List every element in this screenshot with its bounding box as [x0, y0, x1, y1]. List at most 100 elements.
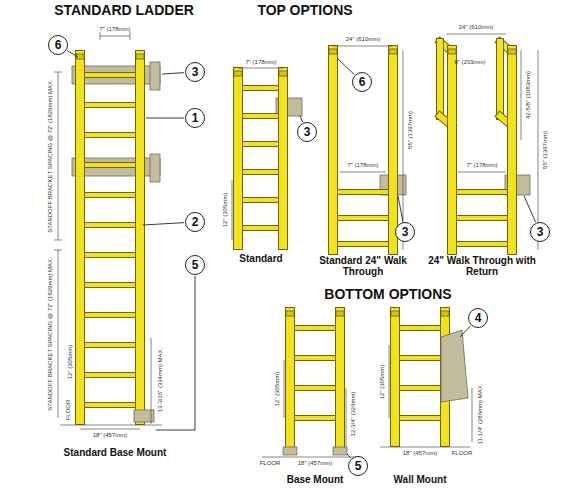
rung-outline: [80, 132, 140, 138]
rung-outline: [290, 325, 340, 331]
rung-outline: [395, 325, 445, 331]
rung: [290, 326, 340, 330]
leader-line: [67, 51, 78, 57]
rung: [80, 73, 140, 77]
rung: [290, 416, 340, 420]
rung-outline: [80, 72, 140, 78]
rung: [333, 242, 393, 246]
side-rail-outline: [135, 55, 145, 420]
return-rail: [437, 42, 443, 116]
side-rail: [448, 50, 456, 250]
dimension-line: [446, 34, 506, 35]
callout-number: 6: [359, 76, 366, 88]
dimension-line: [333, 46, 393, 47]
dimension-line: [80, 429, 140, 430]
callout-circle: 5: [185, 255, 205, 275]
rung-outline: [238, 225, 283, 231]
rung-outline: [80, 222, 140, 228]
rung-outline: [395, 415, 445, 421]
side-rail: [508, 50, 516, 250]
rung: [452, 190, 512, 194]
leader-line: [146, 118, 184, 119]
dimension-text: 7" (178mm): [466, 162, 497, 169]
rung: [80, 163, 140, 167]
section-heading: STANDARD LADDER: [54, 3, 194, 18]
side-rail: [336, 312, 344, 450]
callout-number: 3: [537, 226, 544, 238]
section-heading: BOTTOM OPTIONS: [324, 287, 451, 302]
callout-circle: 3: [297, 122, 317, 142]
dimension-text: 7" (178mm): [99, 26, 130, 33]
rung: [80, 133, 140, 137]
base-plate: [333, 447, 347, 455]
rung: [80, 373, 140, 377]
rung: [80, 223, 140, 227]
rung-outline: [80, 282, 140, 288]
rung: [80, 403, 140, 407]
callout-number: 6: [55, 39, 62, 51]
rung-outline: [238, 113, 283, 119]
rail-cap: [279, 71, 287, 76]
callout-number: 3: [402, 226, 409, 238]
rung: [80, 343, 140, 347]
dimension-text: 12" (305mm): [222, 193, 229, 227]
rung: [80, 193, 140, 197]
side-rail-outline: [285, 312, 295, 450]
callout-circle: 3: [185, 62, 205, 82]
side-rail-outline: [390, 312, 400, 442]
base-plate: [283, 447, 297, 455]
leader-line: [337, 58, 354, 74]
rail-cap: [336, 311, 344, 316]
leader-line: [460, 326, 470, 337]
dimension-text: STANDOFF BRACKET SPACING @ 72" (1829mm) …: [47, 79, 54, 233]
rung-outline: [452, 189, 512, 195]
side-rail: [329, 50, 337, 250]
rung-outline: [333, 189, 393, 195]
rung-outline: [452, 215, 512, 221]
dimension-line: [472, 388, 473, 442]
rung-outline: [238, 85, 283, 91]
dimension-text: 11-1/4" (286mm) MAX.: [477, 384, 484, 445]
return-rail: [497, 42, 503, 116]
callout-circle: 2: [185, 212, 205, 232]
rung: [395, 326, 445, 330]
callout-circle: 4: [468, 308, 488, 328]
dimension-text: FLOOR: [260, 460, 281, 467]
bracket-plate: [150, 154, 160, 182]
return-rail-outline: [436, 42, 444, 116]
side-rail-outline: [507, 50, 517, 250]
rung: [238, 86, 283, 90]
side-rail: [279, 72, 287, 245]
callout-circle: 3: [395, 222, 415, 242]
rung-outline: [80, 372, 140, 378]
dimension-text: 55" (1397mm): [542, 131, 549, 169]
rung-outline: [80, 312, 140, 318]
side-rail: [234, 72, 242, 245]
dimension-text: 42-5/8" (1083mm): [525, 71, 532, 119]
rung: [452, 216, 512, 220]
ladder: [286, 311, 344, 450]
rung: [238, 198, 283, 202]
leader-line: [162, 73, 184, 74]
callout-circle: 5: [348, 456, 368, 476]
callout-circle: 3: [530, 222, 550, 242]
callout-number: 4: [475, 312, 482, 324]
leader-line: [347, 454, 351, 458]
dimension-text: FLOOR: [65, 400, 72, 421]
dimension-line: [262, 457, 360, 458]
rail-cap: [448, 49, 456, 54]
rail-cap: [389, 49, 397, 54]
rung: [395, 356, 445, 360]
callout-number: 2: [192, 216, 199, 228]
ladder: [76, 54, 144, 420]
dimension-line: [58, 250, 59, 418]
section-heading: TOP OPTIONS: [257, 3, 352, 18]
side-rail-outline: [233, 72, 243, 245]
option-caption: Standard: [239, 253, 282, 264]
leader-line: [398, 196, 403, 221]
rung: [80, 253, 140, 257]
dimension-line: [340, 172, 386, 173]
rung: [80, 103, 140, 107]
rung: [333, 216, 393, 220]
